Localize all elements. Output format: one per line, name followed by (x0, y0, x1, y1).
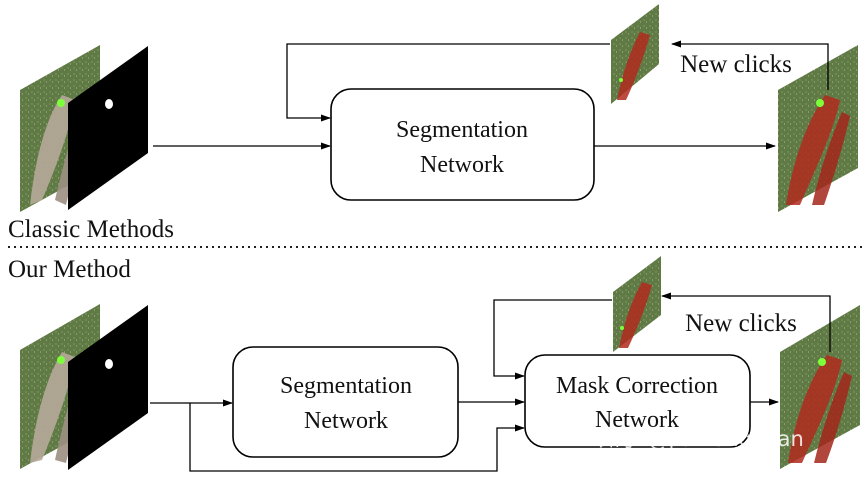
ours-network-label-line2: Network (304, 408, 388, 434)
ours-output-image (780, 305, 860, 469)
click-dot-icon (57, 99, 65, 107)
classic-new-clicks-label: New clicks (680, 51, 792, 78)
click-point-icon (105, 359, 113, 369)
click-dot-icon (818, 358, 826, 366)
ours-skip-connection (189, 403, 525, 472)
classic-feedback-return (286, 43, 610, 122)
click-dot-icon (620, 326, 624, 330)
ours-feedback-loop (661, 292, 831, 352)
ours-network-label-line1: Segmentation (280, 373, 412, 399)
ours-click-map (68, 305, 148, 470)
click-point-icon (105, 99, 113, 109)
classic-segmentation-network: Segmentation Network (330, 88, 595, 201)
ours-correction-label-line2: Network (595, 407, 679, 433)
watermark: 知乎 @jianlongyuan (599, 427, 804, 451)
ours-segmentation-network: Segmentation Network (232, 346, 459, 458)
classic-section: Segmentation Network New clicks Classic … (8, 4, 858, 243)
classic-network-label-line1: Segmentation (396, 117, 528, 143)
ours-feedback-return (493, 299, 612, 380)
classic-network-label-line2: Network (420, 152, 504, 178)
our-method-section: Our Method Segmentation Network Mask Cor… (8, 256, 860, 472)
click-dot-icon (816, 99, 824, 107)
ours-feedback-thumbnail (613, 256, 661, 352)
ours-mask-correction-network: Mask Correction Network (524, 354, 751, 448)
classic-methods-heading: Classic Methods (8, 216, 174, 243)
classic-feedback-loop (671, 40, 829, 90)
classic-feedback-thumbnail (611, 4, 659, 104)
classic-click-map (68, 46, 148, 210)
click-dot-icon (57, 356, 65, 364)
classic-output-image (778, 45, 858, 212)
our-method-heading: Our Method (8, 256, 131, 283)
ours-new-clicks-label: New clicks (685, 310, 797, 337)
ours-correction-label-line1: Mask Correction (556, 373, 718, 399)
click-dot-icon (619, 78, 623, 82)
